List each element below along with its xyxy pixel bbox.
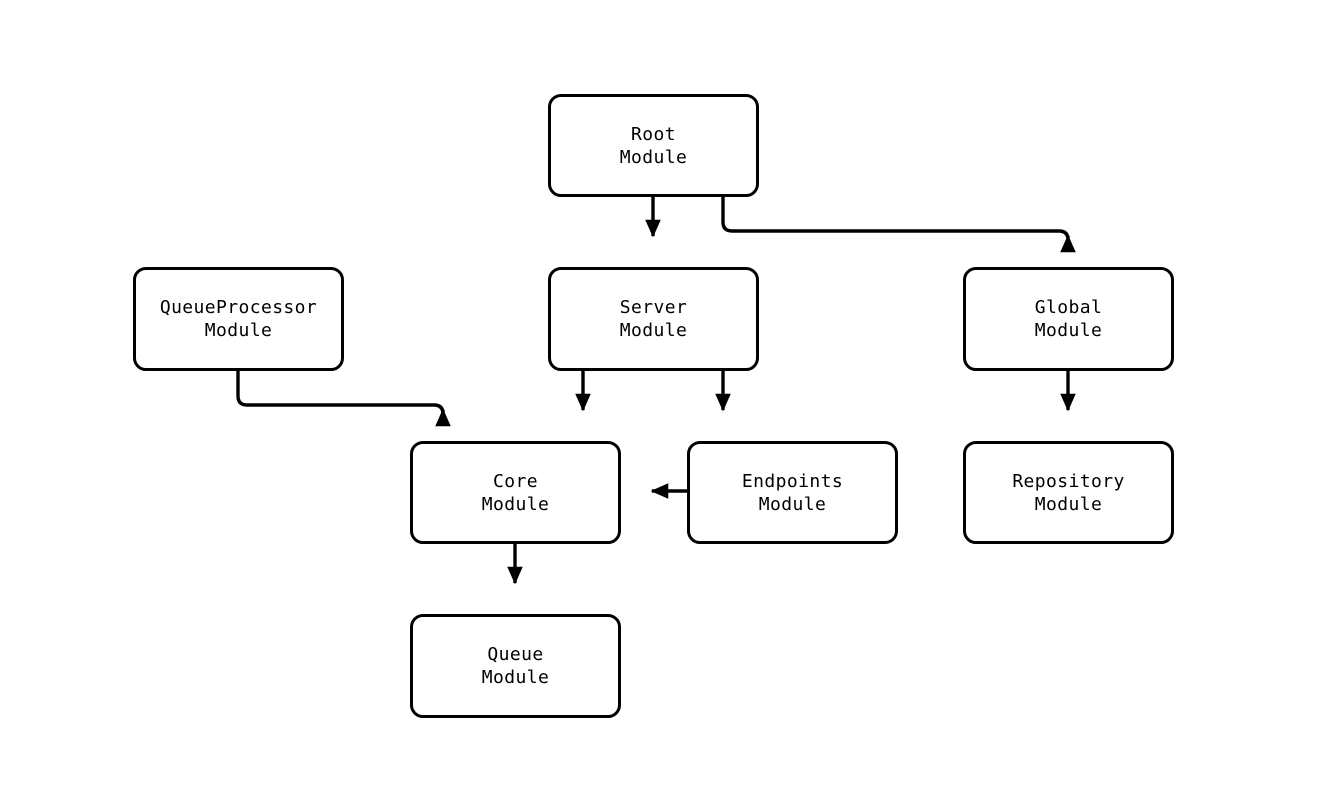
node-server-module-name: Server — [619, 297, 688, 318]
node-root-module-name: Root — [631, 123, 676, 145]
node-core-module-suffix: Module — [481, 493, 550, 515]
node-server-module-suffix: Module — [619, 320, 688, 341]
node-queueprocessor-module[interactable]: QueueProcessor Module — [133, 267, 344, 371]
node-repository-module[interactable]: Repository Module — [963, 441, 1174, 544]
node-root-module[interactable]: Root Module — [548, 94, 759, 197]
edge-queueprocessor-to-core — [236, 371, 451, 427]
node-endpoints-module-suffix: Module — [758, 493, 827, 515]
node-endpoints-module-name: Endpoints — [741, 470, 844, 492]
edge-root-to-global — [721, 197, 1076, 253]
node-repository-module-suffix: Module — [1034, 493, 1103, 515]
node-endpoints-module[interactable]: Endpoints Module — [687, 441, 898, 544]
node-global-module[interactable]: Global Module — [963, 267, 1174, 371]
node-root-module-suffix: Module — [619, 146, 688, 168]
node-queueprocessor-module-suffix: Module — [204, 320, 273, 341]
node-queue-module[interactable]: Queue Module — [410, 614, 621, 718]
node-core-module-name: Core — [493, 470, 538, 492]
node-global-module-name: Global — [1034, 297, 1103, 318]
node-repository-module-name: Repository — [1012, 470, 1125, 492]
node-server-module[interactable]: Server Module — [548, 267, 759, 371]
node-global-module-suffix: Module — [1034, 320, 1103, 341]
node-queue-module-suffix: Module — [481, 667, 550, 688]
node-core-module[interactable]: Core Module — [410, 441, 621, 544]
node-queue-module-name: Queue — [487, 644, 544, 665]
node-queueprocessor-module-name: QueueProcessor — [159, 297, 318, 318]
